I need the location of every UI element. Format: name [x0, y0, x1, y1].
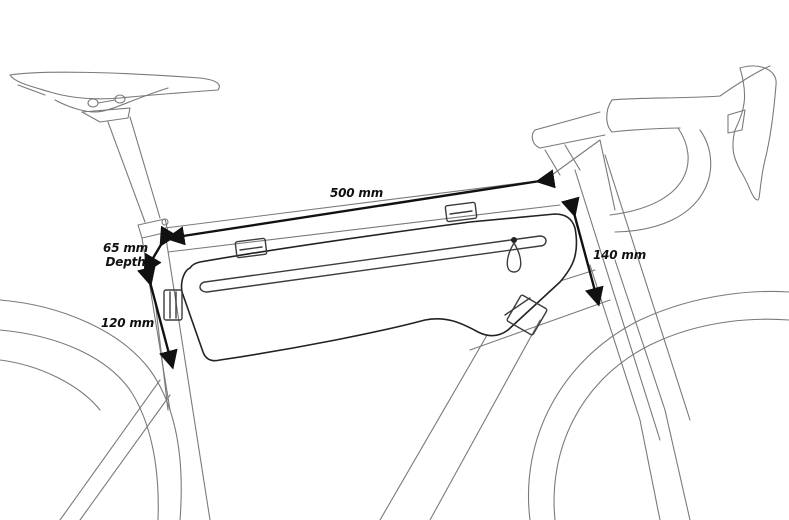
dimension-label-front-height: 140 mm [593, 248, 647, 262]
stem [531, 111, 606, 176]
dimension-500mm-arrow [165, 169, 556, 246]
saddle [9, 71, 220, 123]
dimension-label-depth: 65 mm Depth [103, 241, 148, 269]
velcro-strap-seat-tube [163, 289, 183, 321]
velcro-strap-down-tube [504, 294, 548, 336]
dimension-65mm-arrow [143, 225, 178, 275]
dimension-label-rear-height: 120 mm [101, 316, 155, 330]
velcro-strap-top-front [444, 201, 478, 223]
drop-handlebar [606, 65, 771, 233]
rear-wheel [0, 299, 182, 520]
seatpost [107, 116, 169, 239]
front-wheel [527, 290, 789, 520]
brake-shifter-lever [727, 65, 777, 201]
depth-value: 65 mm [103, 241, 148, 255]
frame-bag [180, 213, 578, 362]
dimension-140mm-arrow [560, 196, 604, 307]
dimension-label-length: 500 mm [330, 186, 384, 200]
head-tube [544, 139, 691, 520]
depth-caption: Depth [105, 255, 146, 269]
dimension-120mm-arrow [137, 265, 178, 370]
